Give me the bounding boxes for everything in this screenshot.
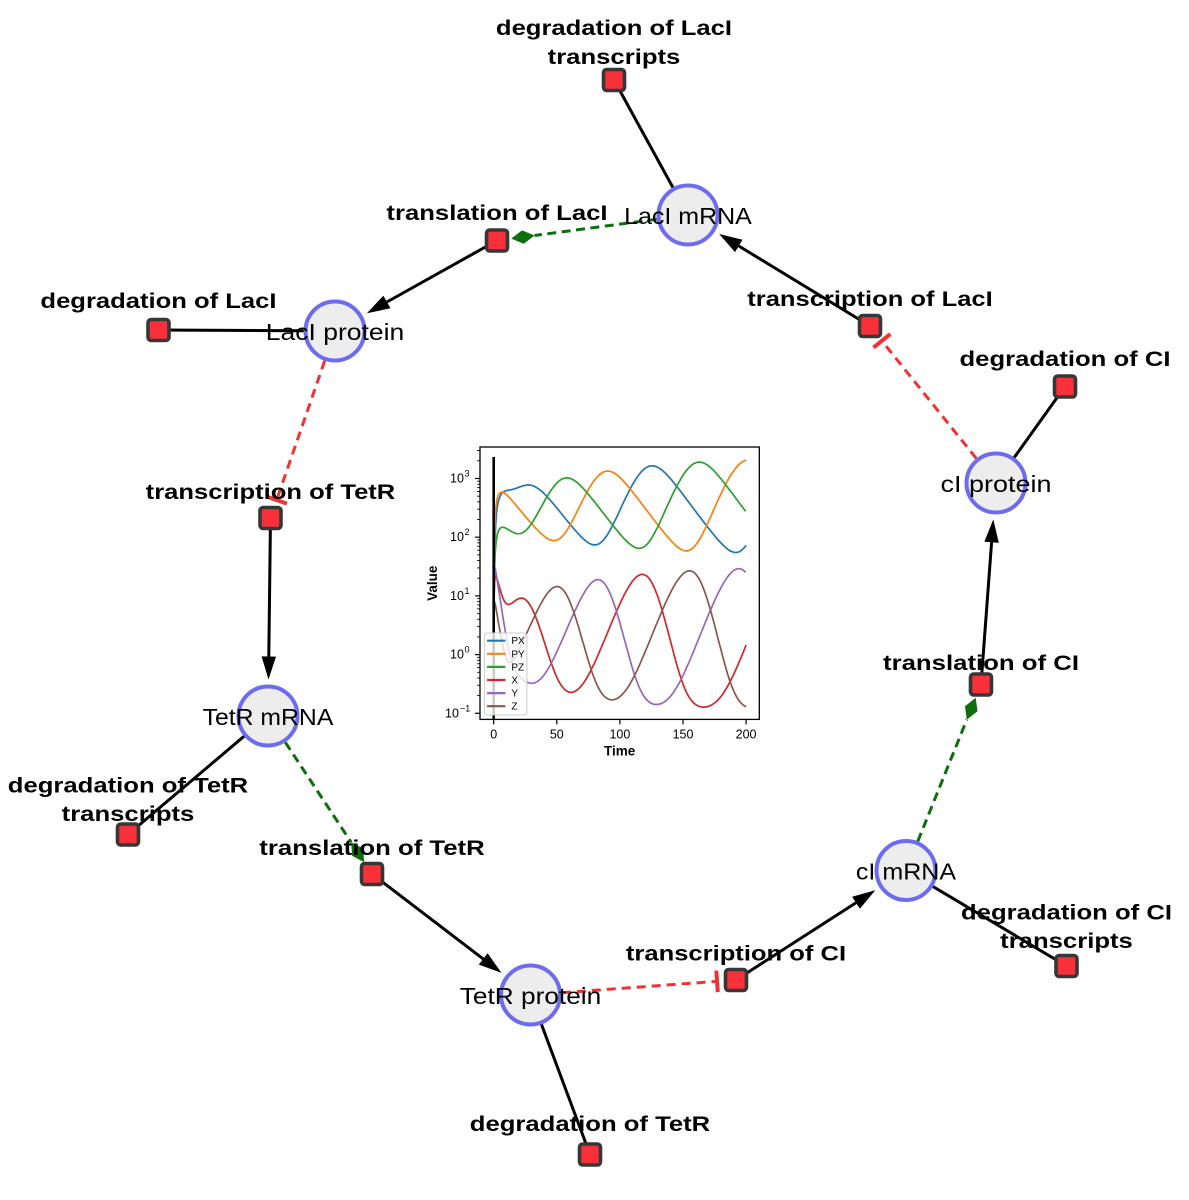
svg-text:degradation of TetR: degradation of TetR [470,1112,711,1136]
svg-text:transcripts: transcripts [1000,929,1133,953]
svg-text:Time: Time [604,743,636,758]
svg-text:200: 200 [736,727,757,741]
svg-text:translation of CI: translation of CI [883,651,1079,675]
svg-text:10: 10 [445,706,459,720]
svg-text:1: 1 [465,586,470,596]
svg-text:100: 100 [609,727,630,741]
svg-text:transcription of TetR: transcription of TetR [146,480,396,504]
svg-text:degradation of LacI: degradation of LacI [40,289,276,313]
svg-text:translation of LacI: translation of LacI [386,201,607,225]
svg-text:10: 10 [450,530,464,544]
svg-text:degradation of TetR: degradation of TetR [8,774,249,798]
svg-text:degradation of CI: degradation of CI [961,901,1172,925]
svg-text:LacI protein: LacI protein [266,319,404,345]
svg-text:X: X [511,676,518,687]
svg-text:degradation of CI: degradation of CI [960,347,1171,371]
svg-text:transcription of LacI: transcription of LacI [747,287,992,311]
svg-text:PY: PY [511,649,525,660]
svg-text:10: 10 [450,648,464,662]
svg-text:TetR mRNA: TetR mRNA [203,704,334,730]
svg-text:3: 3 [465,469,470,479]
svg-text:translation of TetR: translation of TetR [259,836,485,860]
svg-text:cI mRNA: cI mRNA [856,858,957,884]
svg-text:10: 10 [450,472,464,486]
svg-text:2: 2 [465,527,470,537]
svg-text:transcripts: transcripts [62,802,195,826]
svg-text:Z: Z [511,702,517,713]
svg-text:−1: −1 [460,703,470,713]
svg-text:Y: Y [511,689,518,700]
svg-text:TetR protein: TetR protein [460,983,601,1009]
svg-text:0: 0 [490,727,497,741]
svg-text:transcripts: transcripts [548,45,681,69]
svg-text:transcription of CI: transcription of CI [626,941,846,965]
svg-text:0: 0 [465,645,470,655]
svg-text:LacI mRNA: LacI mRNA [624,203,752,229]
svg-text:50: 50 [550,727,564,741]
svg-text:degradation of LacI: degradation of LacI [496,16,732,40]
svg-text:cI protein: cI protein [941,471,1052,497]
svg-text:150: 150 [673,727,694,741]
svg-text:Value: Value [425,565,440,601]
svg-text:10: 10 [450,589,464,603]
svg-text:PX: PX [511,636,525,647]
svg-text:PZ: PZ [511,662,524,673]
